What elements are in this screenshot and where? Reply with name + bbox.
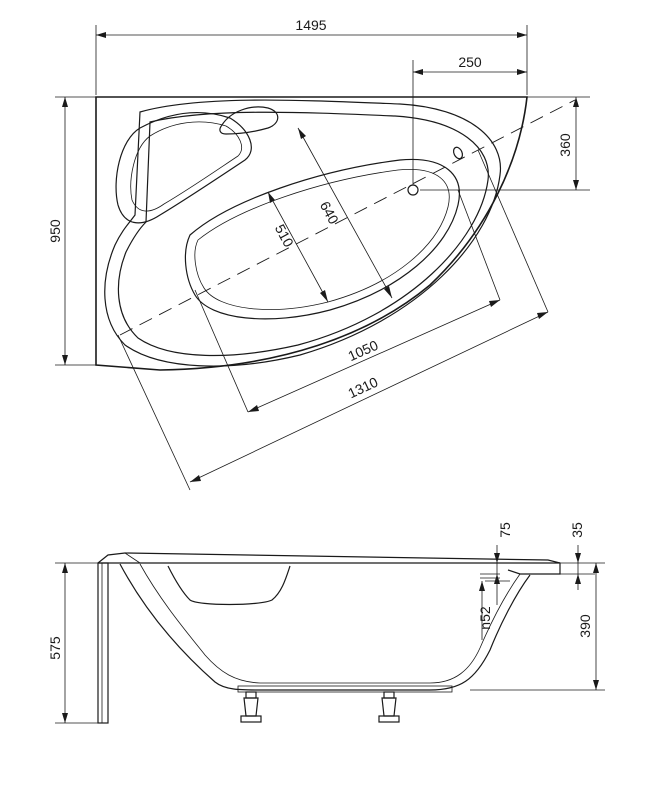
side-view: 575 75 35 390 n52	[47, 522, 605, 724]
label-drain-offset: 250	[458, 54, 482, 70]
label-side-height: 575	[47, 636, 63, 660]
label-inner-length: 1050	[345, 337, 380, 364]
tub-rim	[104, 99, 502, 367]
label-outer-length: 1310	[345, 374, 380, 402]
foot-left	[240, 691, 262, 723]
tub-inner-profile	[139, 563, 521, 684]
tub-axis-line	[119, 99, 576, 336]
headrest	[219, 106, 279, 135]
basin-inner	[194, 168, 450, 310]
side-rim	[97, 552, 561, 575]
drain-icon	[407, 184, 419, 196]
label-depth: 390	[577, 614, 593, 638]
label-drain-depth: 360	[557, 133, 573, 157]
tub-body-profile	[119, 563, 531, 691]
backrest-inner	[130, 121, 242, 212]
backrest	[115, 111, 252, 224]
tub-outline-top	[95, 96, 528, 371]
label-width: 1495	[295, 17, 326, 33]
top-view: 1495 250 360 950 640 510	[47, 17, 590, 491]
front-panel	[97, 562, 109, 724]
tub-rim-inner	[117, 111, 489, 357]
dim-line-outer-length	[189, 311, 549, 483]
label-rim: 75	[497, 522, 513, 538]
dim-line-inner-width	[297, 127, 393, 299]
dim-line-inner-length	[247, 299, 501, 413]
label-lip: 35	[569, 522, 585, 538]
seat-step	[167, 565, 291, 606]
label-overflow: n52	[477, 606, 493, 630]
foot-right	[378, 691, 400, 723]
basin-outer	[184, 158, 460, 320]
dim-line-inner-narrow	[267, 191, 329, 303]
label-height: 950	[47, 219, 63, 243]
label-inner-narrow: 510	[272, 222, 297, 250]
overflow-icon	[452, 146, 464, 160]
